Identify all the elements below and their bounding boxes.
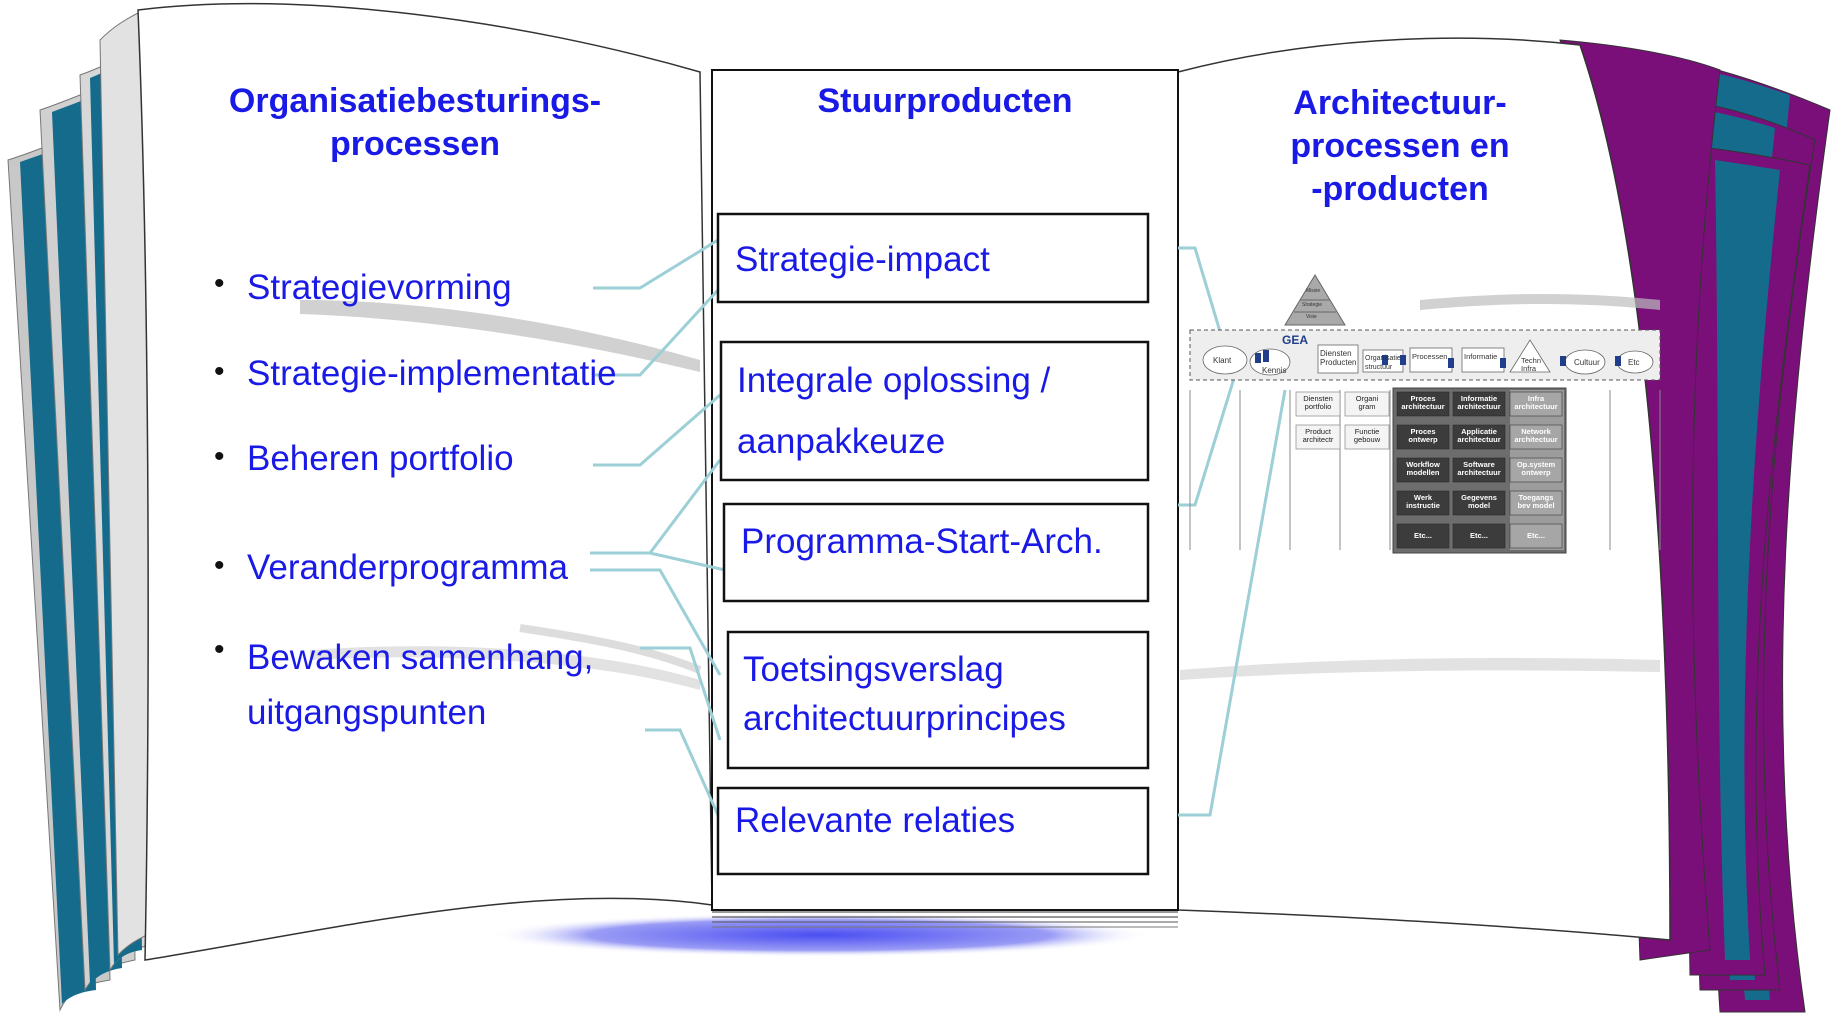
grid-cell: Infra architectuur	[1514, 394, 1558, 411]
list-item-bewaken-samenhang: Bewaken samenhang, uitgangspunten	[247, 638, 594, 732]
right-header: Architectuur- processen en -producten	[1290, 84, 1510, 208]
left-page-stack	[7, 11, 161, 1012]
grid-cell: Etc...	[1527, 531, 1545, 540]
box-label-strategie-impact: Strategie-impact	[735, 240, 990, 279]
left-page-curl	[300, 300, 700, 372]
middle-header: Stuurproducten	[817, 82, 1073, 120]
domain-etc: Etc	[1628, 358, 1640, 367]
grid-cell: Diensten portfolio	[1303, 394, 1333, 411]
pyramid-label: Missie	[1306, 288, 1321, 294]
left-header: Organisatiebesturings- processen	[228, 82, 602, 163]
list-item-veranderprogramma: Veranderprogramma	[247, 548, 568, 587]
bullet-dot: •	[214, 267, 225, 300]
grid-cell: Op.system ontwerp	[1516, 460, 1556, 477]
bullet-dot: •	[214, 440, 225, 473]
connectors	[590, 238, 1287, 817]
box-label-relevante-relaties: Relevante relaties	[735, 801, 1016, 840]
grid-cell: Functie gebouw	[1353, 427, 1381, 444]
grid-cell: Software architectuur	[1457, 460, 1501, 477]
grid-cell: Proces ontwerp	[1408, 427, 1438, 444]
grid-cell: Workflow modellen	[1406, 460, 1440, 477]
domain-klant: Klant	[1213, 356, 1232, 365]
left-page	[137, 3, 713, 961]
grid-cell: Etc...	[1414, 531, 1432, 540]
box-label-toetsingsverslag: Toetsingsverslag architectuurprincipes	[743, 650, 1066, 738]
domain-processen: Processen	[1412, 352, 1448, 361]
grid-cell: Applicatie architectuur	[1457, 427, 1501, 444]
list-item-beheren-portfolio: Beheren portfolio	[247, 439, 514, 478]
domain-kennis: Kennis	[1262, 366, 1287, 375]
grid-cell: Network architectuur	[1514, 427, 1558, 444]
bullet-dot: •	[214, 355, 225, 388]
pyramid-label: Strategie	[1302, 302, 1323, 308]
grid-cell: Proces architectuur	[1401, 394, 1445, 411]
gea-thumbnail	[1189, 274, 1661, 554]
right-page-stack	[1559, 39, 1831, 1013]
domain-cultuur: Cultuur	[1574, 358, 1600, 367]
gea-logo: GEA	[1282, 333, 1309, 347]
domain-organisatie: Organisatie structuur	[1365, 355, 1401, 371]
domain-techn-infra: Techn Infra	[1521, 356, 1542, 373]
box-label-integrale-oplossing: Integrale oplossing / aanpakkeuze	[737, 361, 1051, 461]
domain-diensten: Diensten Producten	[1320, 349, 1357, 367]
stuur-boxes	[716, 212, 1150, 876]
center-page	[711, 69, 1179, 928]
domain-informatie: Informatie	[1464, 352, 1498, 361]
bullet-dot: •	[214, 633, 225, 666]
list-item-strategie-implementatie: Strategie-implementatie	[247, 354, 617, 393]
grid-cell: Gegevens model	[1461, 493, 1497, 510]
grid-cell: Informatie architectuur	[1457, 394, 1501, 411]
grid-cell: Product architectr	[1302, 427, 1334, 444]
grid-cell: Organi gram	[1355, 394, 1379, 411]
pyramid-label: Visie	[1306, 314, 1317, 320]
grid-cell: Etc...	[1470, 531, 1488, 540]
grid-cell: Werk instructie	[1406, 493, 1440, 510]
grid-cell: Toegangs bev model	[1517, 493, 1555, 510]
list-item-strategievorming: Strategievorming	[247, 268, 512, 307]
box-label-programma-start-arch: Programma-Start-Arch.	[741, 522, 1103, 561]
spine-shadow	[490, 913, 1150, 957]
bullet-dot: •	[214, 549, 225, 582]
